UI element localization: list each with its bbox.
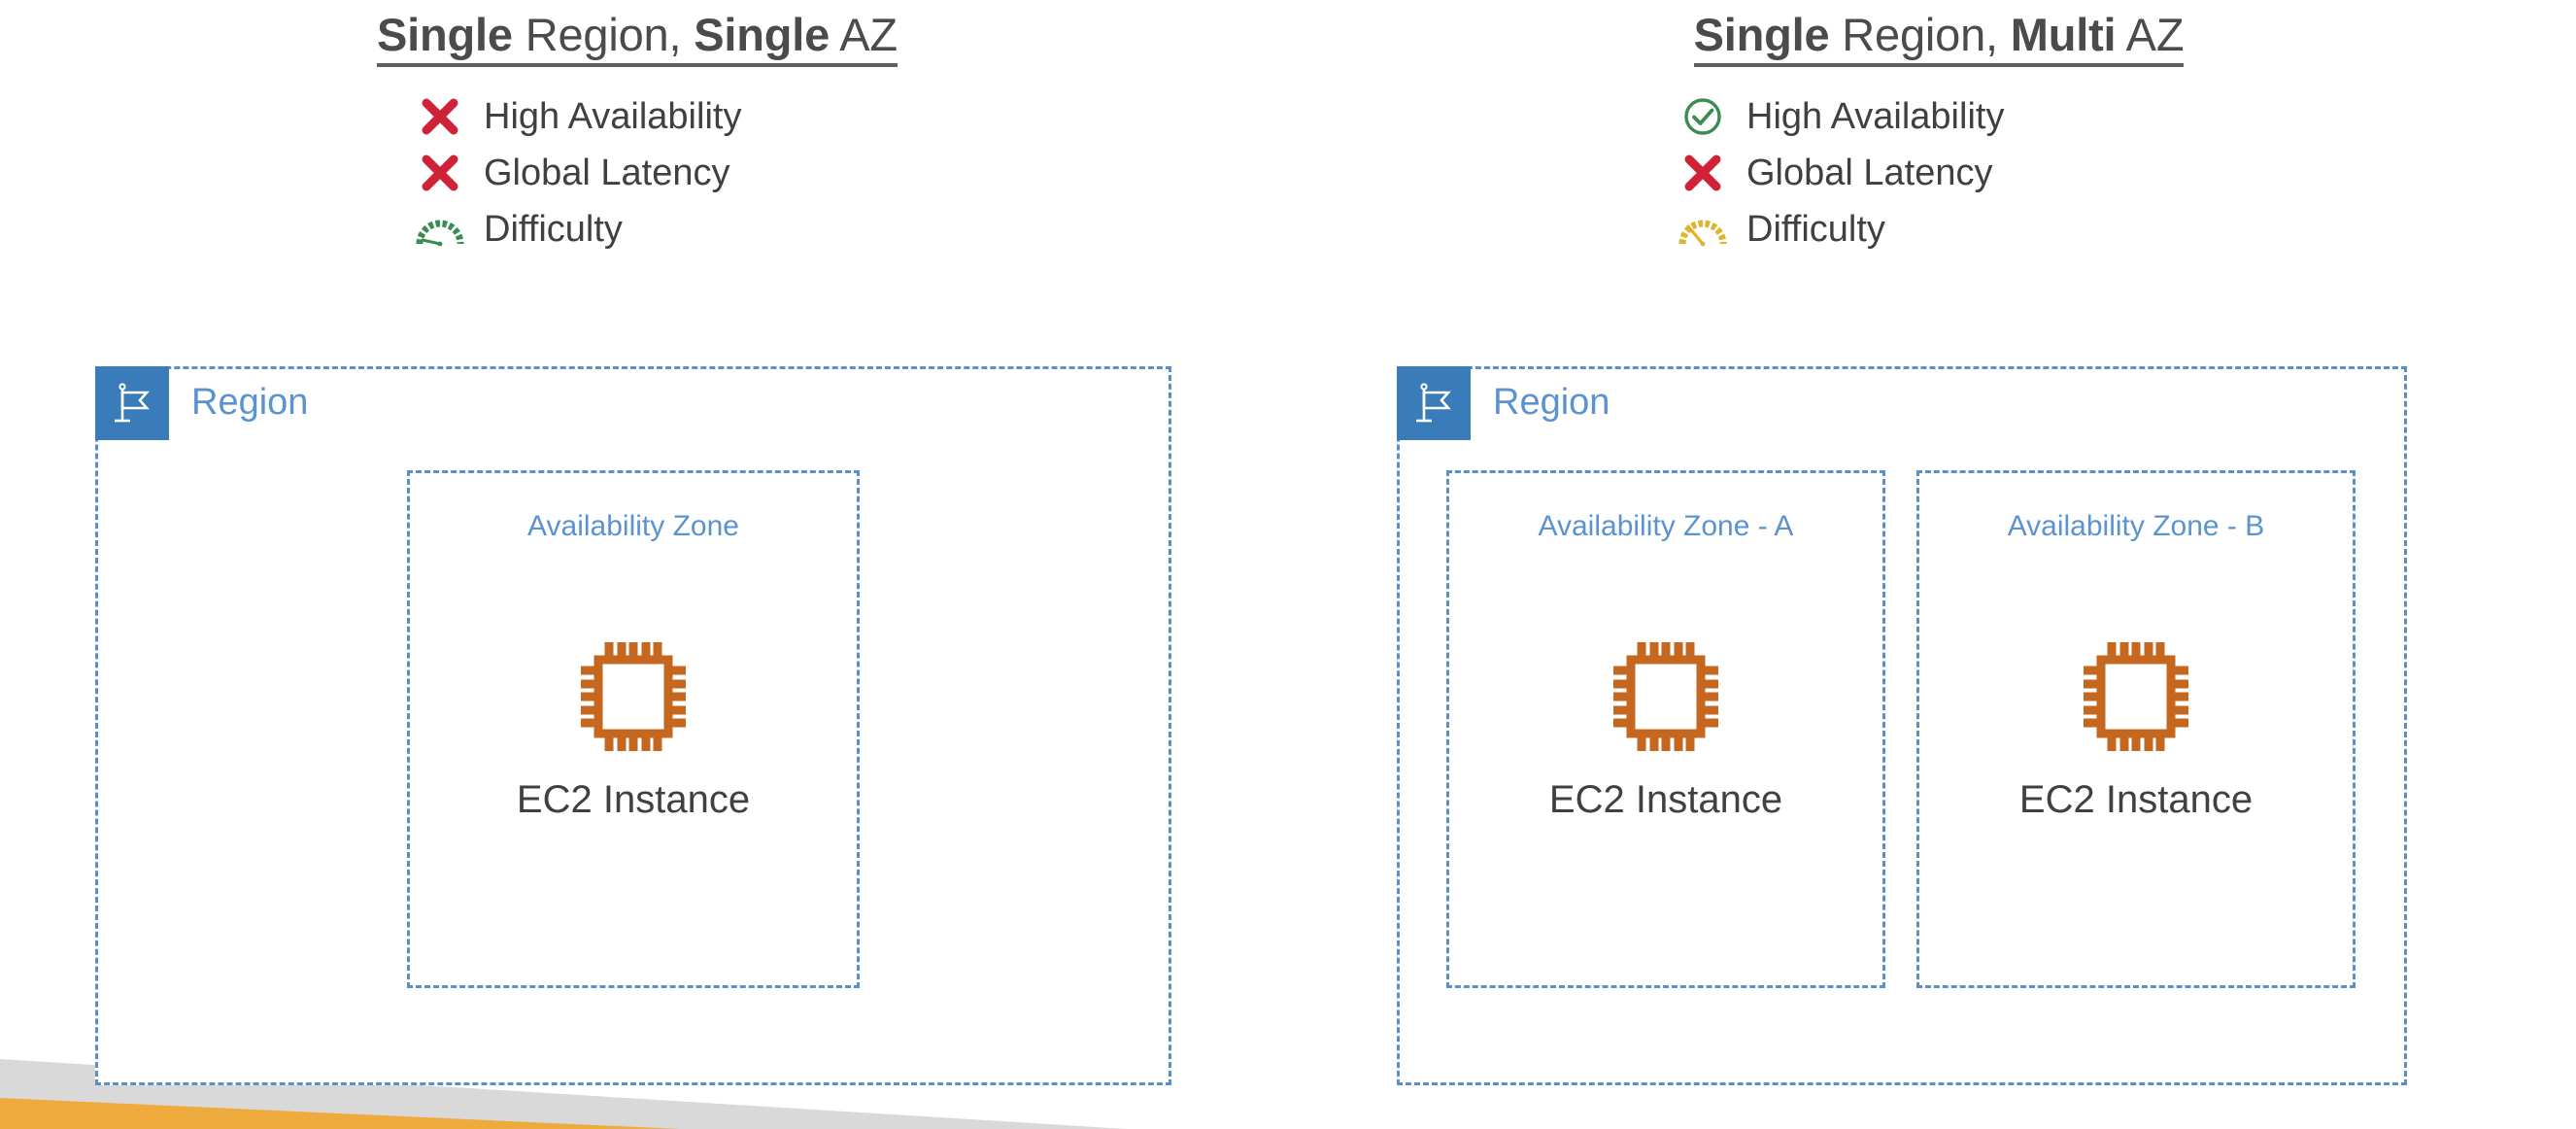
feature-row-difficulty: Difficulty xyxy=(1677,205,1885,254)
availability-zone-box-a: Availability Zone - A xyxy=(1446,470,1885,988)
region-label: Region xyxy=(1493,382,1610,423)
feature-list-right: High Availability Global Latency D xyxy=(1395,92,2483,254)
title-part-2: Region, xyxy=(512,9,695,60)
cross-icon xyxy=(414,94,466,139)
panel-single-region-single-az: Single Region, Single AZ High Availabili… xyxy=(93,0,1181,254)
title-part-3: Single xyxy=(694,9,830,60)
title-part-4: AZ xyxy=(830,9,898,60)
region-label: Region xyxy=(191,382,309,423)
availability-zone-row-left: Availability Zone xyxy=(98,470,1169,1088)
ec2-chip-icon xyxy=(581,642,686,751)
gauge-low-icon xyxy=(414,207,466,252)
gauge-medium-icon xyxy=(1677,207,1729,252)
feature-row-difficulty: Difficulty xyxy=(414,205,623,254)
title-part-2: Region, xyxy=(1829,9,2011,60)
cross-icon xyxy=(414,151,466,195)
ec2-instance-block: EC2 Instance xyxy=(1919,629,2353,822)
feature-label: Global Latency xyxy=(484,152,730,193)
feature-row-global-latency: Global Latency xyxy=(1677,149,1993,197)
feature-label: Global Latency xyxy=(1746,152,1993,193)
availability-zone-row-right: Availability Zone - A xyxy=(1400,470,2404,1088)
decor-orange-wedge xyxy=(0,1098,680,1129)
ec2-chip-icon xyxy=(1613,642,1718,751)
feature-row-global-latency: Global Latency xyxy=(414,149,730,197)
title-part-3: Multi xyxy=(2010,9,2117,60)
ec2-instance-block: EC2 Instance xyxy=(1449,629,1882,822)
feature-list-left: High Availability Global Latency D xyxy=(93,92,1181,254)
page-title-right: Single Region, Multi AZ xyxy=(1395,0,2483,67)
feature-label: Difficulty xyxy=(1746,208,1885,250)
feature-label: High Availability xyxy=(1746,95,2005,137)
check-circle-icon xyxy=(1677,94,1729,139)
ec2-instance-label: EC2 Instance xyxy=(1548,778,1783,821)
feature-label: Difficulty xyxy=(484,208,623,250)
cross-icon xyxy=(1677,151,1729,195)
flag-icon xyxy=(1397,366,1471,440)
availability-zone-label: Availability Zone - B xyxy=(2007,510,2265,542)
title-part-1: Single xyxy=(377,9,513,60)
ec2-instance-block: EC2 Instance xyxy=(410,629,857,822)
feature-row-high-availability: High Availability xyxy=(1677,92,2004,141)
availability-zone-label: Availability Zone xyxy=(527,510,739,542)
ec2-instance-label: EC2 Instance xyxy=(516,778,751,821)
ec2-chip-icon xyxy=(2084,642,2188,751)
availability-zone-box: Availability Zone xyxy=(407,470,860,988)
page-title-left: Single Region, Single AZ xyxy=(93,0,1181,67)
availability-zone-box-b: Availability Zone - B xyxy=(1916,470,2356,988)
feature-label: High Availability xyxy=(484,95,742,137)
title-part-1: Single xyxy=(1693,9,1830,60)
feature-row-high-availability: High Availability xyxy=(414,92,741,141)
panel-single-region-multi-az: Single Region, Multi AZ High Availabilit… xyxy=(1395,0,2483,254)
ec2-instance-label: EC2 Instance xyxy=(2018,778,2254,821)
region-box-left: Region Availability Zone xyxy=(95,366,1171,1085)
availability-zone-label: Availability Zone - A xyxy=(1538,510,1794,542)
flag-icon xyxy=(95,366,169,440)
region-box-right: Region Availability Zone - A xyxy=(1397,366,2407,1085)
title-part-4: AZ xyxy=(2116,9,2185,60)
